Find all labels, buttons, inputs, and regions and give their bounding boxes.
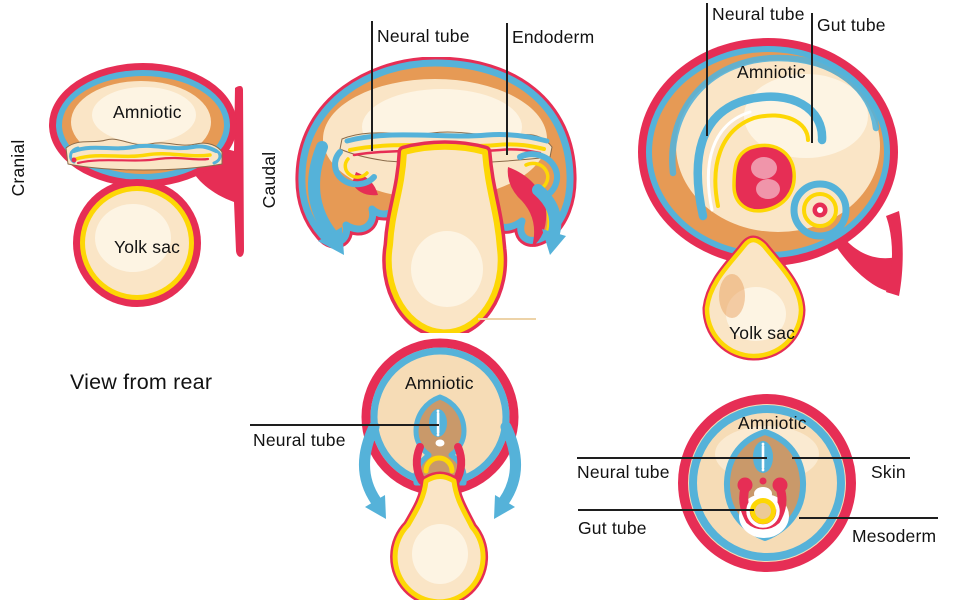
- caudal-spiral: [790, 180, 850, 240]
- neural-tube-leader-line: [250, 424, 439, 426]
- amniotic-label: Amniotic: [737, 62, 806, 82]
- neural-tube-label: Neural tube: [712, 4, 805, 24]
- fold-arrow-left: [359, 421, 386, 519]
- stray-mark: [478, 318, 536, 320]
- gut-tube-label: Gut tube: [578, 518, 647, 538]
- skin-label: Skin: [871, 462, 906, 482]
- gut-tube-leader-line: [578, 509, 754, 511]
- neural-tube-leader-line: [577, 457, 767, 459]
- yolk-sac-stalk: [382, 140, 508, 333]
- skin-leader-line: [792, 457, 910, 459]
- yolk-sac: [73, 179, 201, 307]
- neural-fold-band: [693, 92, 827, 221]
- neural-tube-leader-line: [371, 21, 373, 151]
- yolk-sac-label: Yolk sac: [114, 237, 181, 257]
- body-stalk: [189, 85, 244, 257]
- yolk-sac: [390, 471, 489, 600]
- stage2-folding-figure: [295, 57, 577, 333]
- endoderm-leader-line: [506, 23, 508, 155]
- yolk-sac: [702, 235, 806, 361]
- cross-section-figure: [678, 394, 856, 572]
- amniotic-label: Amniotic: [405, 373, 474, 393]
- caudal-label: Caudal: [259, 151, 279, 209]
- heart-bulge: [732, 143, 796, 213]
- neural-tube-leader-line: [706, 3, 708, 136]
- neural-tube-label: Neural tube: [253, 430, 346, 450]
- mesoderm-leader-line: [799, 517, 938, 519]
- view-from-rear-caption: View from rear: [70, 370, 213, 394]
- yolk-sac-label: Yolk sac: [729, 323, 796, 343]
- neural-tube-label: Neural tube: [377, 26, 470, 46]
- embryo-body: [723, 429, 807, 541]
- embryonic-disc: [65, 138, 223, 171]
- amniotic-label: Amniotic: [738, 413, 807, 433]
- embryo-body: [412, 394, 467, 486]
- amniotic-label: Amniotic: [113, 102, 182, 122]
- gut-tube-leader-line: [811, 13, 813, 143]
- neural-tube-label: Neural tube: [577, 462, 670, 482]
- fold-arrow-left: [308, 141, 344, 255]
- fold-arrow-right: [532, 184, 566, 255]
- fold-arrow-right: [494, 421, 521, 519]
- mesoderm-label: Mesoderm: [852, 526, 937, 546]
- tail-fold: [832, 211, 903, 296]
- rear-view-figure: [359, 338, 521, 600]
- cranial-label: Cranial: [8, 139, 28, 197]
- gut-tube-label: Gut tube: [817, 15, 886, 35]
- stage1-lateral-figure: [49, 63, 244, 307]
- endoderm-label: Endoderm: [512, 27, 595, 47]
